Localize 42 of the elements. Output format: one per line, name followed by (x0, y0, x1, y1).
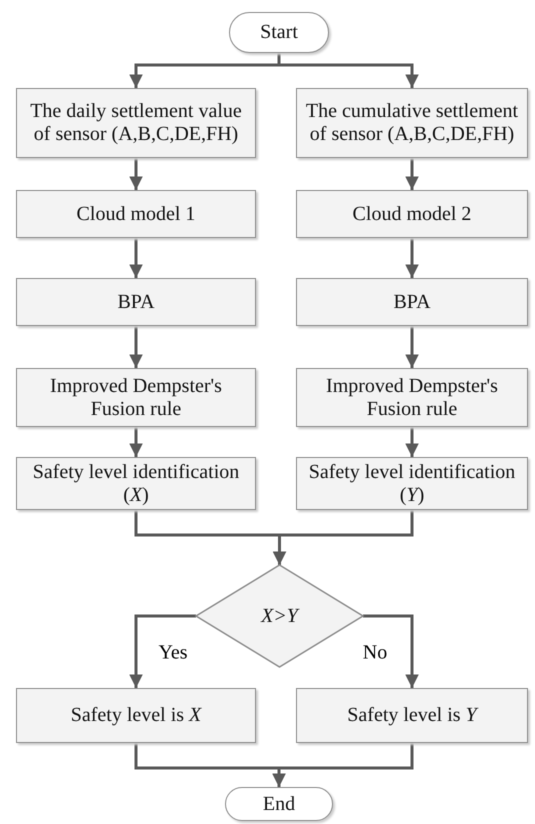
process-box (296, 190, 528, 238)
node-label: Start (260, 21, 298, 44)
node-label: BPA (393, 290, 431, 314)
node-label: The daily settlement value of sensor (A,B,C,DE,FH) (29, 100, 243, 146)
process-box (296, 278, 528, 326)
arrow (129, 427, 143, 457)
terminator-pill (229, 12, 329, 53)
node-label: End (262, 792, 296, 816)
process-box (296, 688, 528, 743)
node-label: Cloud model 1 (76, 202, 196, 226)
process-box (296, 368, 528, 427)
node-label: Safety level identification (Y) (308, 460, 516, 506)
process-box (16, 190, 256, 238)
process-box (296, 457, 528, 510)
terminator-pill (225, 787, 333, 821)
node-label: X>Y (261, 604, 298, 628)
node-label: The cumulative settlement of sensor (A,B,C,DE,FH) (304, 100, 520, 146)
process-box (16, 88, 256, 158)
decision-diamond (196, 565, 363, 667)
arrow (405, 158, 419, 190)
node-label: Improved Dempster's Fusion rule (325, 374, 499, 420)
arrow (272, 510, 414, 565)
node-label: BPA (117, 290, 155, 314)
arrow (129, 326, 143, 368)
node-label: Safety level identification (X) (32, 460, 240, 506)
node-label: Cloud model 2 (352, 202, 472, 226)
node-label: Safety level is X (70, 704, 202, 727)
arrow (363, 614, 419, 688)
arrow (129, 238, 143, 278)
arrow (405, 427, 419, 457)
node-label: Improved Dempster's Fusion rule (49, 374, 223, 420)
node-label: Safety level is Y (347, 704, 477, 727)
process-box (16, 368, 256, 427)
process-box (16, 688, 256, 743)
arrow (129, 614, 196, 688)
process-box (296, 88, 528, 158)
process-box (16, 278, 256, 326)
arrow (405, 326, 419, 368)
arrow (405, 238, 419, 278)
process-box (16, 457, 256, 510)
arrow (272, 743, 414, 787)
arrow (129, 158, 143, 190)
